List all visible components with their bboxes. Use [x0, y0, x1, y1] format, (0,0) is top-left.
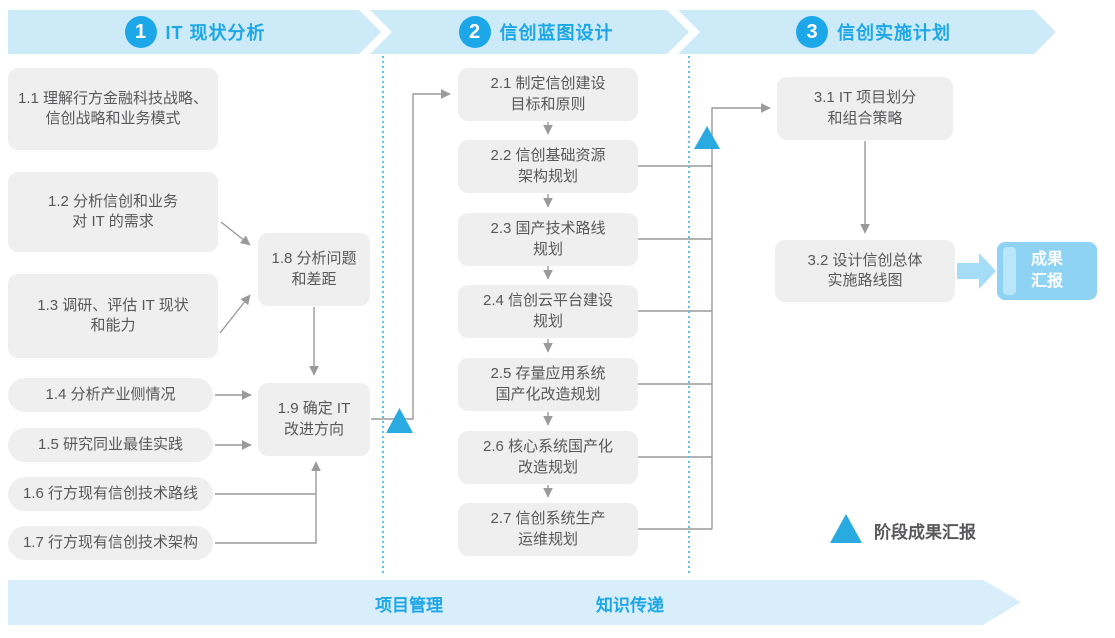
task-box-2-2: 2.2 信创基础资源 架构规划 — [458, 140, 638, 193]
flow-connectors — [215, 89, 870, 544]
task-box-1-7: 1.7 行方现有信创技术架构 — [8, 526, 213, 560]
report-box-stripe — [1003, 247, 1016, 295]
task-box-1-8: 1.8 分析问题 和差距 — [258, 233, 370, 306]
phase-title: 信创蓝图设计 — [499, 23, 614, 43]
phase-header-3: 3 信创实施计划 — [690, 10, 1057, 54]
report-box-label: 成果 汇报 — [1030, 251, 1063, 290]
phase1-band — [8, 10, 381, 54]
milestone-triangle-icon — [830, 514, 862, 543]
task-box-3-2: 3.2 设计信创总体 实施路线图 — [775, 240, 955, 302]
phase-header-1: 1 IT 现状分析 — [8, 10, 382, 54]
phase-number-badge: 1 — [124, 16, 157, 48]
report-box: 成果 汇报 — [997, 242, 1097, 300]
footer-band — [8, 580, 1021, 625]
task-box-1-5: 1.5 研究同业最佳实践 — [8, 428, 213, 462]
phase-number-badge: 2 — [458, 16, 491, 48]
task-box-1-9: 1.9 确定 IT 改进方向 — [258, 383, 370, 456]
legend-label: 阶段成果汇报 — [874, 523, 976, 542]
footer-label-project-management: 项目管理 — [375, 596, 443, 615]
task-box-1-1: 1.1 理解行方金融科技战略、 信创战略和业务模式 — [8, 68, 218, 150]
task-box-2-1: 2.1 制定信创建设 目标和原则 — [458, 68, 638, 121]
task-box-1-4: 1.4 分析产业侧情况 — [8, 378, 213, 412]
task-box-1-3: 1.3 调研、评估 IT 现状 和能力 — [8, 274, 218, 358]
milestone-triangle-icon — [386, 408, 413, 433]
task-box-2-6: 2.6 核心系统国产化 改造规划 — [458, 431, 638, 484]
task-box-2-3: 2.3 国产技术路线 规划 — [458, 213, 638, 266]
phase-divider-1 — [382, 56, 384, 576]
block-arrow-icon — [957, 253, 996, 289]
phase3-band — [678, 10, 1056, 54]
milestone-triangle-icon — [694, 126, 720, 149]
phase-number-badge: 3 — [796, 16, 828, 48]
phase-divider-2 — [688, 56, 690, 576]
task-box-2-4: 2.4 信创云平台建设 规划 — [458, 285, 638, 338]
task-box-1-6: 1.6 行方现有信创技术路线 — [8, 477, 213, 511]
task-box-2-5: 2.5 存量应用系统 国产化改造规划 — [458, 358, 638, 411]
task-box-1-2: 1.2 分析信创和业务 对 IT 的需求 — [8, 172, 218, 252]
phase-header-2: 2 信创蓝图设计 — [382, 10, 690, 54]
phase-title: 信创实施计划 — [837, 23, 951, 43]
phase2-band — [370, 10, 689, 54]
task-box-2-7: 2.7 信创系统生产 运维规划 — [458, 503, 638, 556]
phase-title: IT 现状分析 — [165, 23, 266, 43]
footer-label-knowledge-transfer: 知识传递 — [596, 596, 664, 615]
task-box-3-1: 3.1 IT 项目划分 和组合策略 — [777, 77, 953, 140]
